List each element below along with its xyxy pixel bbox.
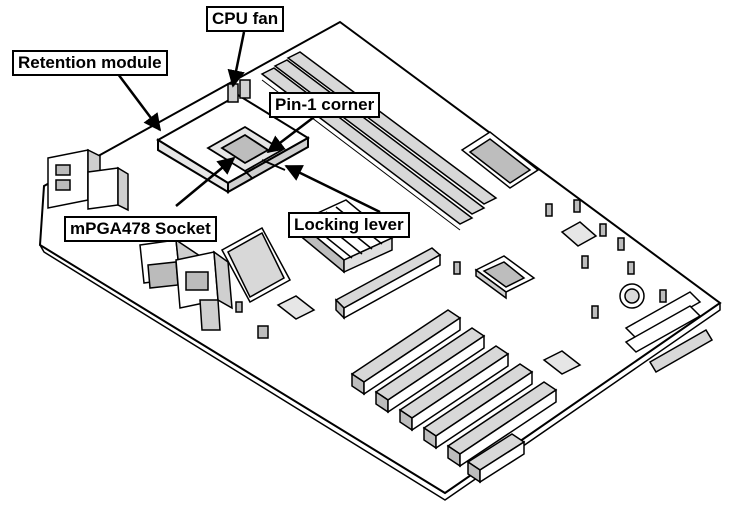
cnr-slot (220, 226, 292, 304)
socket-arrow (175, 156, 236, 207)
board-chips (276, 221, 645, 375)
rear-io-panel (47, 148, 233, 331)
annotation-arrows (117, 31, 381, 214)
agp-slot (334, 247, 442, 320)
pci-slots (350, 309, 558, 484)
pin1-corner-label: Pin-1 corner (269, 92, 381, 118)
cpu-fan-connector (227, 79, 251, 103)
pin1-corner-arrow (266, 113, 319, 154)
socket-label: mPGA478 Socket (64, 216, 217, 242)
jumper-headers (235, 199, 667, 339)
locking-lever-label: Locking lever (288, 212, 410, 238)
ide-connectors (460, 131, 714, 374)
retention-module-arrow (117, 73, 162, 132)
cpu-fan-arrow (227, 31, 246, 88)
retention-module-label: Retention module (12, 50, 168, 76)
cpu-fan-label: CPU fan (206, 6, 285, 32)
locking-lever-arrow (284, 164, 381, 214)
